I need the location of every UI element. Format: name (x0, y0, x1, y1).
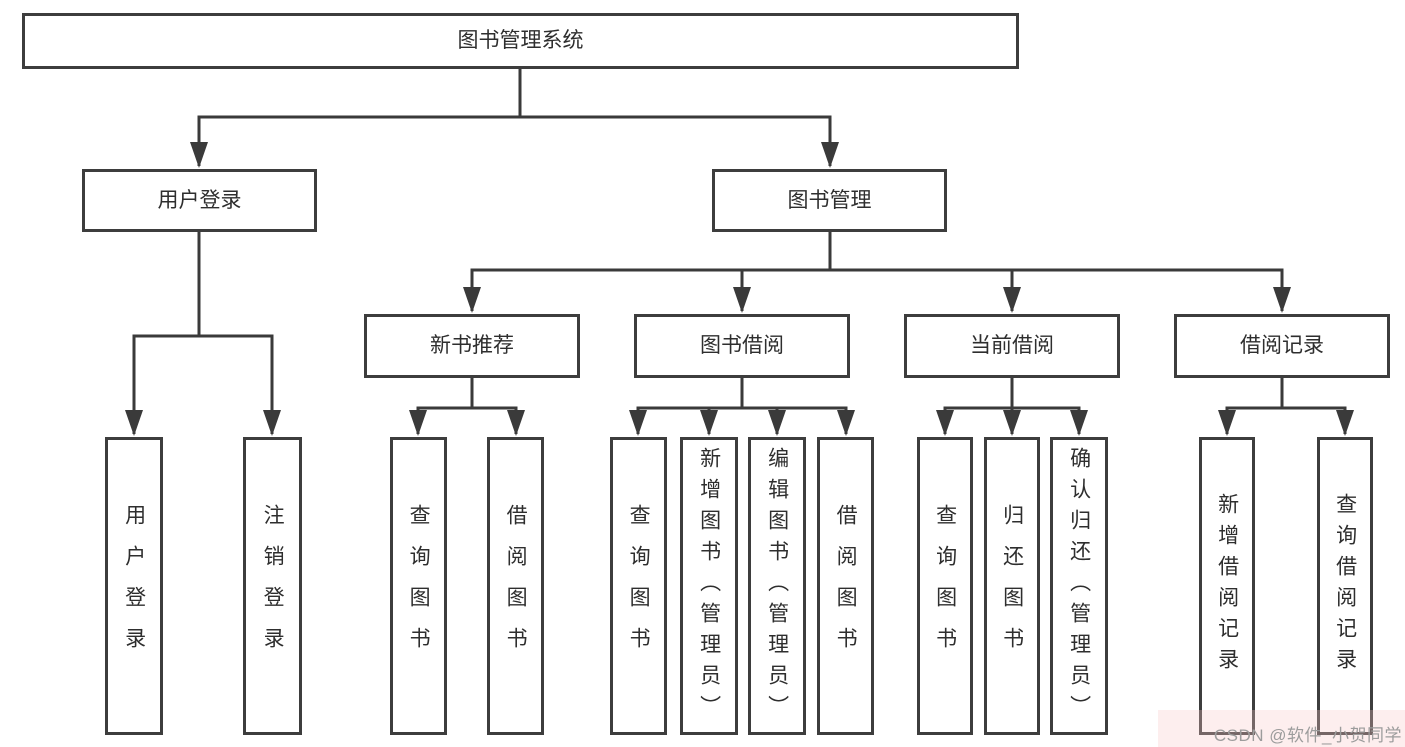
csdn-watermark: CSDN @软件_小贺同学 (1213, 726, 1402, 745)
leaf-logout-login: 注销登录 (243, 437, 302, 735)
leaf-add-book-admin: 新增图书（管理员） (680, 437, 738, 735)
leaf-edit-book-admin: 编辑图书（管理员） (748, 437, 806, 735)
connector-current-borrowing-children (936, 378, 1088, 436)
connector-book-management-sections (463, 232, 1291, 313)
leaf-borrow-books-borrowing: 借阅图书 (817, 437, 874, 735)
leaf-borrow-books-newbooks: 借阅图书 (487, 437, 544, 735)
node-book-management: 图书管理 (712, 169, 947, 232)
leaf-user-login: 用户登录 (105, 437, 163, 735)
connector-root-to-level2 (190, 69, 839, 168)
node-root: 图书管理系统 (22, 13, 1019, 69)
connector-borrow-records-children (1218, 378, 1354, 436)
connector-book-borrowing-children (629, 378, 855, 436)
node-new-books: 新书推荐 (364, 314, 580, 378)
node-user-login: 用户登录 (82, 169, 317, 232)
node-current-borrowing: 当前借阅 (904, 314, 1120, 378)
leaf-confirm-return-admin: 确认归还（管理员） (1050, 437, 1108, 735)
leaf-query-books-borrowing: 查询图书 (610, 437, 667, 735)
leaf-return-book: 归还图书 (984, 437, 1040, 735)
connector-new-books-children (409, 378, 525, 436)
leaf-query-books-current: 查询图书 (917, 437, 973, 735)
leaf-query-books-newbooks: 查询图书 (390, 437, 447, 735)
node-borrow-records: 借阅记录 (1174, 314, 1390, 378)
node-book-borrowing: 图书借阅 (634, 314, 850, 378)
leaf-add-borrow-record: 新增借阅记录 (1199, 437, 1255, 735)
leaf-query-borrow-record: 查询借阅记录 (1317, 437, 1373, 735)
connector-user-login-children (125, 232, 281, 436)
